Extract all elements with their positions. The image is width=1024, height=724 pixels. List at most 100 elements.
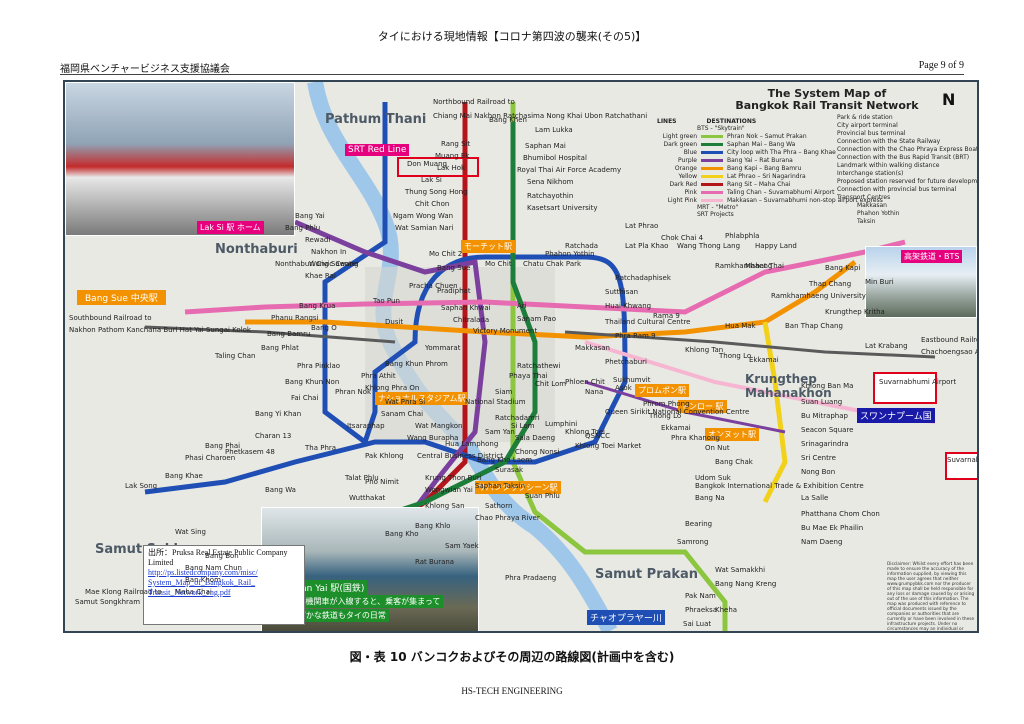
station-label-thung-song-hong: Thung Song Hong bbox=[405, 188, 468, 196]
legend-swatch bbox=[701, 174, 723, 178]
station-label-bang-o: Bang O bbox=[311, 324, 337, 332]
station-label-khlong-phra-on: Khlong Phra On bbox=[365, 384, 420, 392]
station-label-ban-thap-chang: Ban Thap Chang bbox=[785, 322, 843, 330]
legend-bts: BTS - "Skytrain" bbox=[697, 125, 745, 132]
station-label-phetchaburi: Phetchaburi bbox=[605, 358, 647, 366]
callout-national-stadium: ナショナルスタジアム駅 bbox=[375, 392, 469, 405]
station-label-hua-mak: Hua Mak bbox=[725, 322, 756, 330]
station-label-kasetsart: Kasetsart University bbox=[527, 204, 598, 212]
station-label-chinatown: Central Business District bbox=[417, 452, 503, 460]
station-label-sutthisan: Sutthisan bbox=[605, 288, 639, 296]
station-label-talat-phlu: Talat Phlu bbox=[345, 474, 379, 482]
station-label-lat-krabang: Lat Krabang bbox=[865, 342, 908, 350]
station-label-bang-kruai: Bang Krua bbox=[299, 302, 336, 310]
callout-wongwian-note1: ディーゼル機関車が入線すると、乗客が集まって bbox=[263, 595, 444, 608]
map-legend: The System Map of Bangkok Rail Transit N… bbox=[657, 88, 977, 226]
legend-swatch bbox=[701, 150, 723, 154]
legend-symbol: Connection with the Bus Rapid Transit (B… bbox=[837, 154, 970, 161]
station-label-khlong-san: Khlong San bbox=[425, 502, 465, 510]
station-label-phraeksa: Phraeksa bbox=[685, 606, 718, 614]
station-label-tao-pun: Tao Pun bbox=[373, 297, 400, 305]
station-label-bang-wa: Bang Wa bbox=[265, 486, 296, 494]
station-label-on-nut: On Nut bbox=[705, 444, 730, 452]
station-label-itsaraphap: Itsaraphap bbox=[347, 422, 385, 430]
callout-thong-lo: トンロー 駅 bbox=[678, 400, 727, 413]
station-label-min-buri: Min Buri bbox=[865, 278, 894, 286]
station-label-suan-luang: Suan Luang bbox=[801, 398, 843, 406]
station-label-wutthakat: Wutthakat bbox=[349, 494, 386, 502]
legend-row-name: Dark green bbox=[663, 140, 697, 148]
station-label-rama9: Phra Ram 9 bbox=[615, 332, 656, 340]
station-label-phrom-phong: Phrom Phong bbox=[643, 400, 690, 408]
station-label-bearing: Bearing bbox=[685, 520, 713, 528]
callout-suvarnabhumi: スワンナプーム国 bbox=[857, 408, 935, 423]
station-label-bang-kapi: Bang Kapi bbox=[825, 264, 861, 272]
station-label-bang-na: Bang Na bbox=[695, 494, 725, 502]
legend-symbol: Proposed station reserved for future dev… bbox=[837, 178, 979, 185]
station-label-lak-hok: Lak Hok bbox=[437, 164, 466, 172]
station-label-krung-thon-buri: Krung Thon Buri bbox=[425, 474, 482, 482]
legend-header-dest: DESTINATIONS bbox=[706, 118, 757, 125]
station-label-phetkasem48: Phetkasem 48 bbox=[225, 448, 275, 456]
source-link-3[interactable]: Transit_Network_eng.pdf bbox=[148, 588, 231, 597]
legend-symbol: Interchange station(s) bbox=[837, 170, 904, 177]
legend-swatch bbox=[701, 142, 723, 146]
source-link-2[interactable]: System_Map_of_Bangkok_Rail_ bbox=[148, 578, 256, 587]
station-label-pak-khlong: Pak Khlong bbox=[365, 452, 404, 460]
suvarnabhumi-highlight bbox=[873, 372, 937, 404]
station-label-taling-chan: Taling Chan bbox=[215, 352, 256, 360]
station-label-wat-samakkhi: Wat Samakkhi bbox=[715, 566, 766, 574]
station-label-khae-rai: Khae Rai bbox=[305, 272, 336, 280]
legend-swatch bbox=[701, 158, 723, 162]
station-label-southbound: Southbound Railroad to bbox=[69, 314, 152, 322]
station-label-udom-suk: Udom Suk bbox=[695, 474, 731, 482]
legend-row-name: Yellow bbox=[678, 172, 697, 180]
legend-header: LINES DESTINATIONS bbox=[657, 118, 957, 125]
legend-row-name: Light green bbox=[662, 132, 697, 140]
legend-symbol: City airport terminal bbox=[837, 122, 898, 129]
station-label-asok: Asok bbox=[615, 384, 632, 392]
station-label-bun-mitraphap: Bu Mitraphap bbox=[801, 412, 848, 420]
north-arrow: N bbox=[942, 90, 956, 109]
station-label-bang-khae: Bang Khae bbox=[165, 472, 203, 480]
station-label-ban-khom: Ban Khom bbox=[185, 576, 221, 584]
legend-row-name: Light Pink bbox=[667, 196, 697, 204]
eastbound-railway bbox=[564, 330, 936, 359]
station-label-bhumibol: Bhumibol Hospital bbox=[523, 154, 587, 162]
station-label-phahon-yothin: Phahon Yothin bbox=[545, 250, 595, 258]
station-label-seacon: Seacon Square bbox=[801, 426, 854, 434]
area-samut-prakan: Samut Prakan bbox=[595, 567, 699, 582]
station-label-chitralada: Chitralada bbox=[453, 316, 490, 324]
legend-centre: Phahon Yothin bbox=[857, 210, 900, 217]
legend-row-dest: Lat Phrao – Sri Nagarindra bbox=[727, 172, 806, 180]
legend-symbol: Connection with provincial bus terminal bbox=[837, 186, 957, 193]
station-label-srinagarindra: Srinagarindra bbox=[801, 440, 849, 448]
station-label-ratchadamri: Ratchadamri bbox=[495, 414, 540, 422]
legend-centre: Makkasan bbox=[857, 202, 887, 209]
station-label-ratchada: Ratchada bbox=[565, 242, 599, 250]
station-label-makkasan: Makkasan bbox=[575, 344, 610, 352]
station-label-khlong-ban-ma: Khlong Ban Ma bbox=[801, 382, 854, 390]
station-label-wat-phra-si: Wat Phra Si bbox=[385, 398, 426, 406]
station-label-sala-daeng: Sala Daeng bbox=[515, 434, 556, 442]
station-label-maeklong: Mae Klong Railroad to bbox=[85, 588, 162, 596]
callout-saphan-taksin: サパンタックシーン駅 bbox=[475, 481, 561, 494]
station-label-phra-athit: Phra Athit bbox=[361, 372, 396, 380]
source-link-1[interactable]: http://ps.listedcompany.com/misc/ bbox=[148, 568, 258, 577]
map-title-line2: Bangkok Rail Transit Network bbox=[735, 99, 919, 112]
station-label-fai-chai: Fai Chai bbox=[291, 394, 319, 402]
station-label-phaya-thai: Phaya Thai bbox=[509, 372, 548, 380]
station-label-suvarnabhumi: Suvarnabhumi Airport bbox=[879, 378, 957, 386]
station-label-suvarnabhumi2: Suvarnabhumi Airport bbox=[947, 456, 977, 464]
legend-row-name: Dark Red bbox=[669, 180, 697, 188]
legend-row: Yellow Lat Phrao – Sri Nagarindra bbox=[657, 172, 957, 180]
lak-si-photo bbox=[65, 82, 295, 236]
station-label-bun-mae: Bu Mae Ek Phailin bbox=[801, 524, 864, 532]
station-label-rewadi: Rewadi bbox=[305, 236, 331, 244]
area-krungthep: Krungthep bbox=[745, 372, 817, 386]
